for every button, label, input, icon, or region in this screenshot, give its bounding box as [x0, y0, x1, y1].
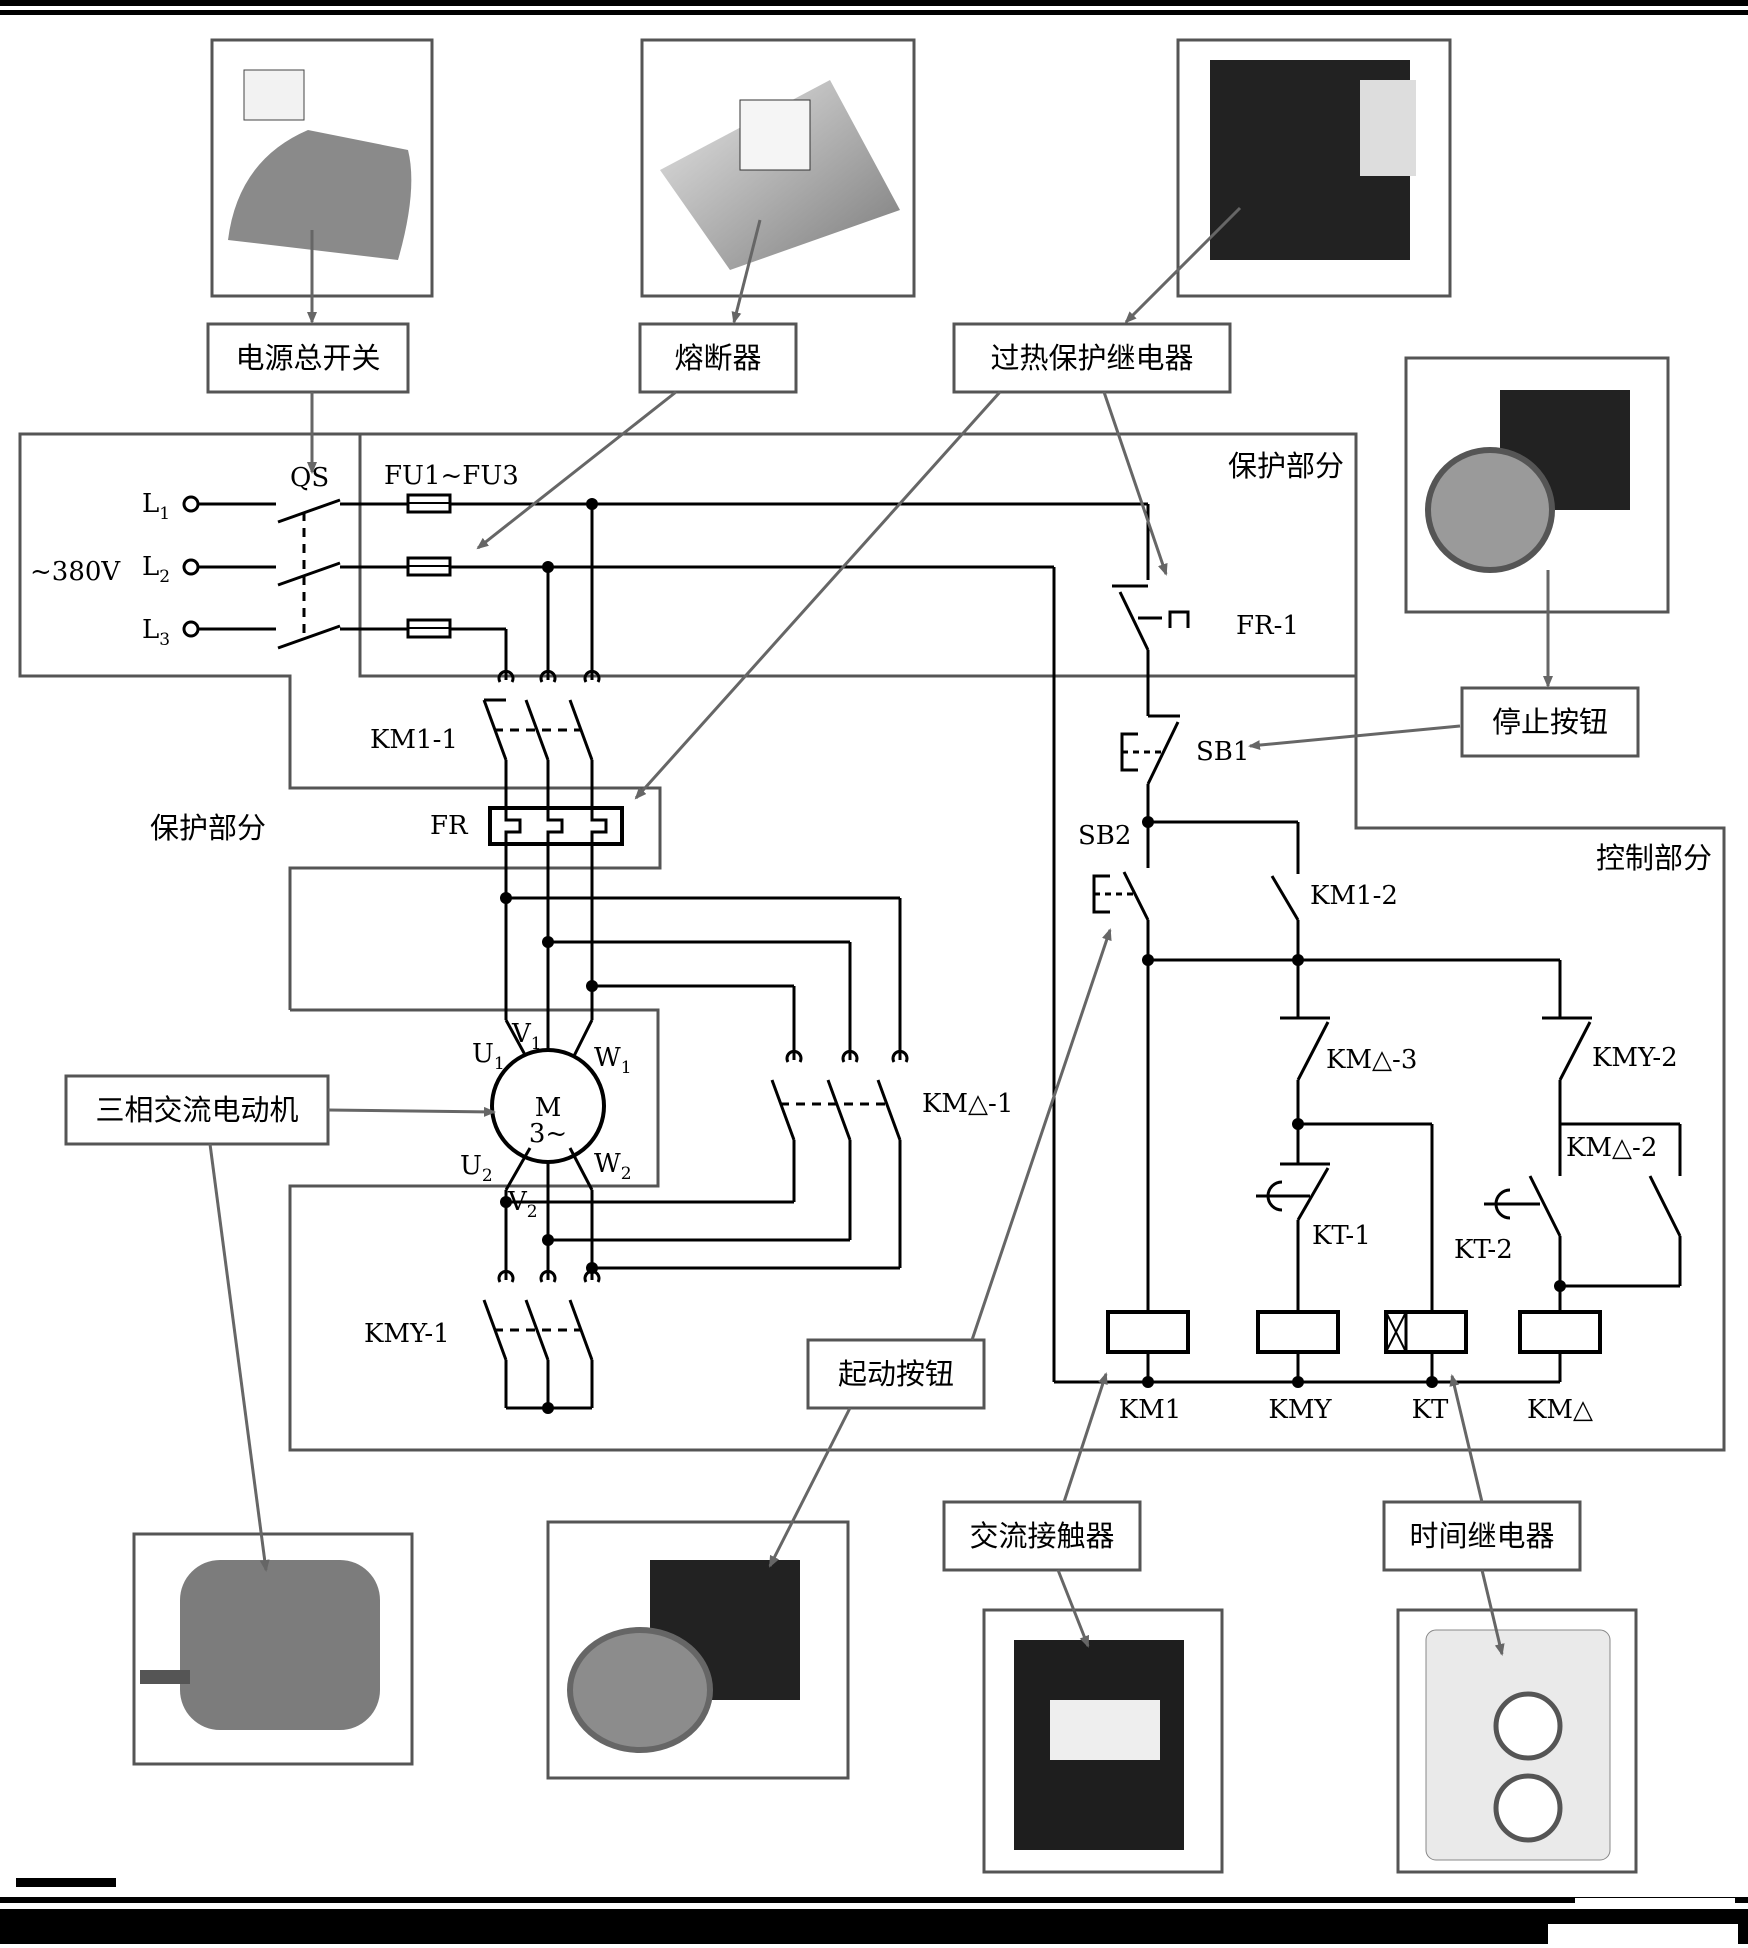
w1-label: W1 [594, 1043, 632, 1078]
photo-contactor [982, 1608, 1224, 1874]
photo-start-button [546, 1520, 850, 1780]
v2-label: V2 [507, 1187, 538, 1222]
section-protection-left: 保护部分 [150, 811, 266, 845]
fuses-label: FU1~FU3 [384, 461, 519, 491]
power-junctions [500, 498, 598, 1414]
photo-main-switch [210, 38, 434, 298]
l3-label: L3 [142, 615, 170, 650]
coil-label-kt: KT [1412, 1395, 1449, 1425]
motor-m: M [535, 1093, 562, 1123]
u1-label: U1 [472, 1039, 505, 1074]
coil-label-km-delta: KM△ [1527, 1395, 1593, 1425]
photo-time-relay [1396, 1608, 1638, 1874]
stop-button-label: 停止按钮 [1492, 705, 1608, 739]
km-delta-1-label: KM△-1 [922, 1089, 1013, 1119]
control-labels: FR-1 SB1 SB2 KM1-2 KM△-3 KMY-2 KM△-2 KT-… [1078, 611, 1678, 1425]
section-control: 控制部分 [1596, 841, 1712, 875]
coil-label-kmy: KMY [1268, 1395, 1332, 1425]
page-border-top [0, 0, 1748, 15]
fr-1-label: FR-1 [1236, 611, 1299, 641]
time-relay-label: 时间继电器 [1409, 1519, 1554, 1553]
sb1-label: SB1 [1196, 737, 1249, 767]
motor-label: 三相交流电动机 [95, 1093, 298, 1127]
motor-labels: U1 V1 W1 U2 V2 W2 M 3~ [460, 1019, 632, 1222]
callout-labels: 电源总开关 熔断器 过热保护继电器 停止按钮 三相交流电动机 起动按钮 交流接触… [95, 341, 1608, 1553]
photo-stop-button [1404, 356, 1670, 614]
power-labels: ~380V L1 L2 L3 QS FU1~FU3 KM1-1 FR KM△-1… [30, 461, 1013, 1349]
page-border-bottom [0, 1878, 1748, 1944]
v1-label: V1 [511, 1019, 542, 1054]
km1-2-label: KM1-2 [1310, 881, 1398, 911]
section-protection-top: 保护部分 [1228, 449, 1344, 483]
control-circuit [1052, 504, 1682, 1384]
l1-label: L1 [142, 489, 170, 524]
control-region-outline [288, 676, 1726, 1452]
power-circuit [182, 493, 1148, 1410]
photo-fuse [640, 38, 916, 298]
km-delta-2-label: KM△-2 [1566, 1133, 1657, 1163]
km1-1-label: KM1-1 [370, 725, 458, 755]
kmy-2-label: KMY-2 [1592, 1043, 1678, 1073]
kmy-1-label: KMY-1 [364, 1319, 450, 1349]
region-outlines [18, 432, 1726, 1452]
coil-label-km1: KM1 [1119, 1395, 1182, 1425]
l2-label: L2 [142, 552, 170, 587]
photo-motor [132, 1532, 414, 1766]
sb2-label: SB2 [1078, 821, 1131, 851]
fr-label: FR [430, 811, 469, 841]
kt-2-label: KT-2 [1454, 1235, 1513, 1265]
fuse-label: 熔断器 [674, 341, 761, 375]
motor-phase: 3~ [529, 1119, 567, 1149]
power-region-outline [18, 432, 662, 1010]
supply-voltage: ~380V [30, 557, 121, 587]
km-delta-3-label: KM△-3 [1326, 1045, 1417, 1075]
photo-overload-relay [1176, 38, 1452, 298]
section-labels: 保护部分 保护部分 控制部分 [150, 449, 1712, 875]
kt-1-label: KT-1 [1312, 1221, 1371, 1251]
qs-label: QS [290, 463, 329, 493]
leader-lines [208, 206, 1553, 1656]
w2-label: W2 [594, 1149, 632, 1184]
u2-label: U2 [460, 1151, 493, 1186]
callout-boxes [64, 322, 1640, 1572]
start-button-label: 起动按钮 [838, 1357, 954, 1391]
main-switch-label: 电源总开关 [235, 341, 380, 375]
control-junctions [1142, 816, 1566, 1388]
contactor-label: 交流接触器 [969, 1519, 1114, 1553]
overload-relay-label: 过热保护继电器 [990, 341, 1193, 375]
